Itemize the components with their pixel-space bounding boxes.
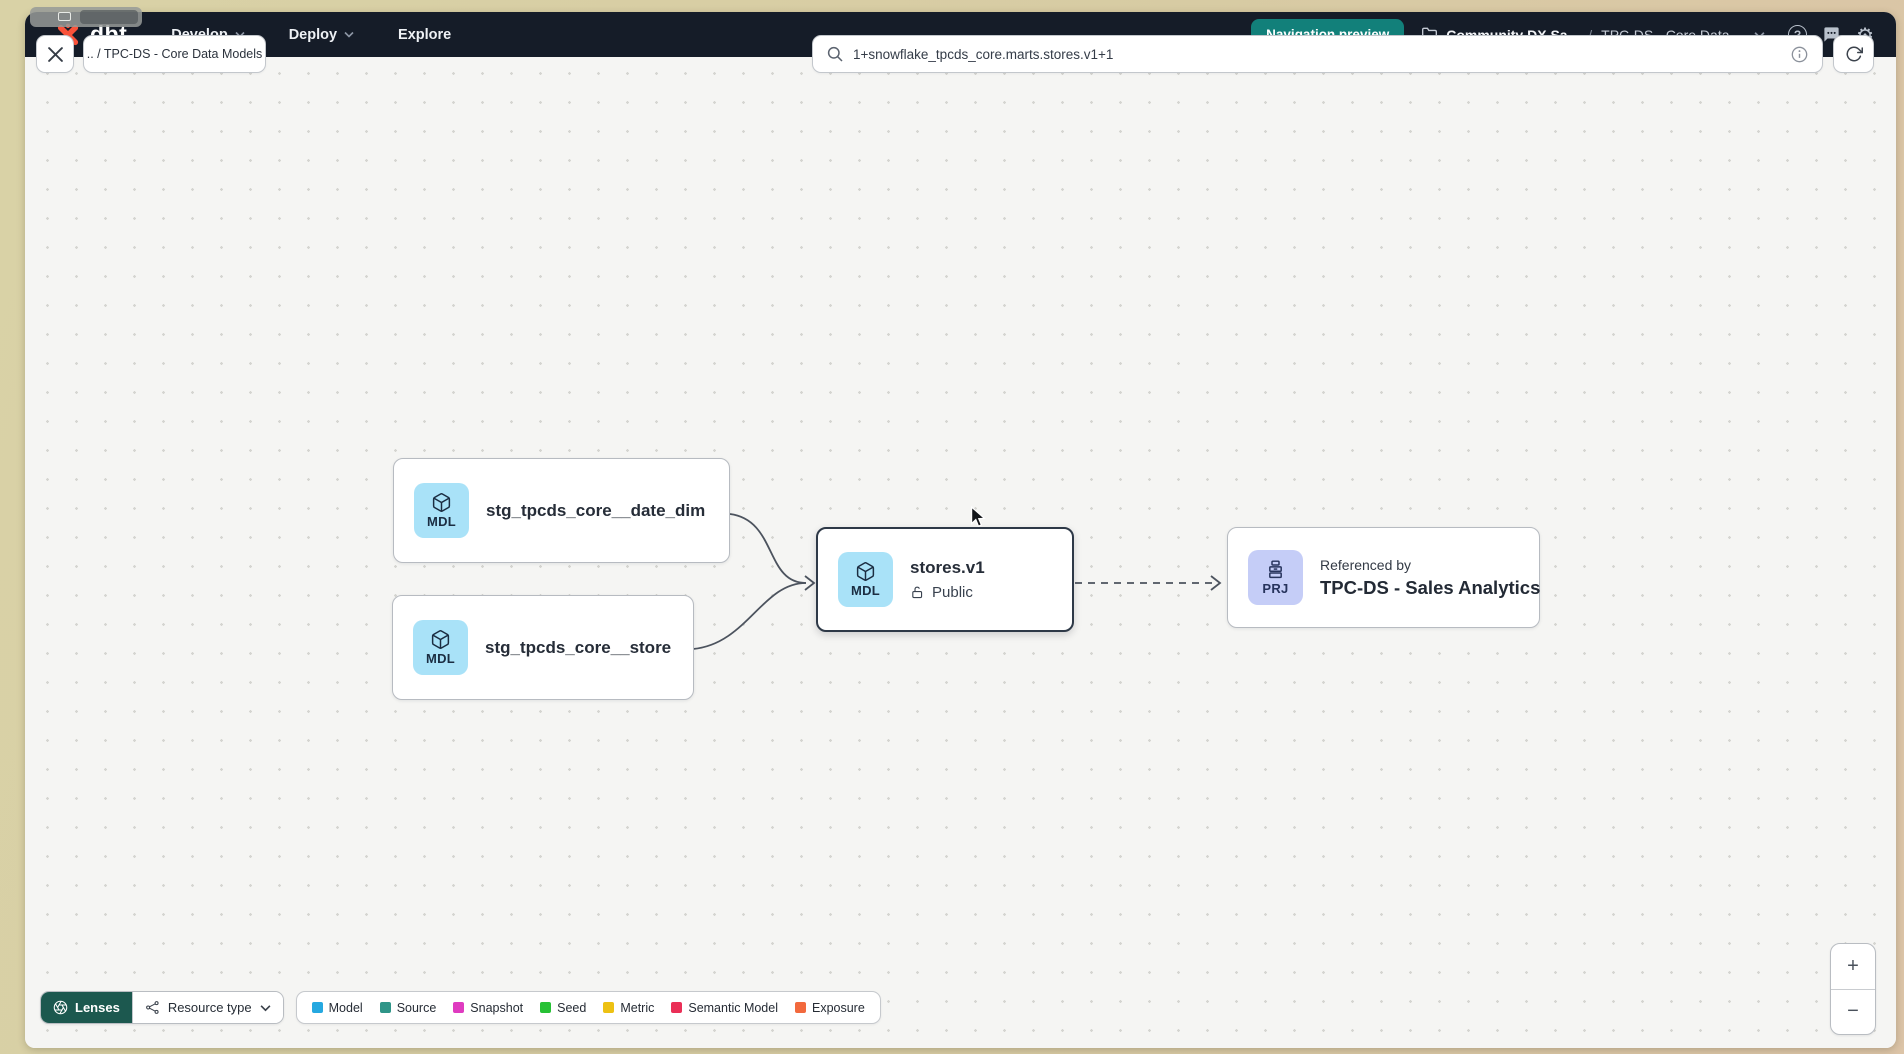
refresh-icon [1846,46,1863,62]
legend-swatch [603,1002,615,1013]
referenced-by-label: Referenced by [1320,556,1412,573]
legend-swatch [540,1002,552,1013]
model-badge: MDL [413,620,468,675]
info-icon[interactable] [1791,46,1808,63]
nav-item-deploy[interactable]: Deploy [289,27,354,43]
legend-swatch [379,1002,391,1013]
resource-graph-icon [145,1001,159,1014]
project-stack-icon [1269,560,1282,579]
legend-item: Snapshot [453,1001,523,1015]
legend-item: Source [379,1001,436,1015]
badge-label: MDL [426,514,457,529]
refresh-lineage-button[interactable] [1833,35,1874,73]
cube-icon [856,562,875,581]
lens-controls: Lenses Resource type [40,991,284,1024]
badge-label: PRJ [1262,581,1289,596]
cube-icon [431,630,450,649]
project-name: TPC-DS - Sales Analytics [1320,576,1541,598]
close-icon [47,46,63,62]
model-node-stg-tpcds-core-date-dim[interactable]: MDL stg_tpcds_core__date_dim [393,458,730,563]
referenced-project-node[interactable]: PRJ Referenced by TPC-DS - Sales Analyti… [1227,527,1540,628]
model-node-stores-v1-selected[interactable]: MDL stores.v1 Public [816,527,1074,632]
node-label: stg_tpcds_core__date_dim [486,500,706,520]
node-label: stg_tpcds_core__store [485,637,672,657]
model-node-stg-tpcds-core-store[interactable]: MDL stg_tpcds_core__store [392,595,694,700]
parent-folder-chip[interactable]: .. / TPC-DS - Core Data Models [83,35,266,73]
project-badge: PRJ [1248,550,1303,605]
cube-icon [432,493,451,512]
search-input[interactable] [853,46,1781,62]
legend-swatch [671,1002,683,1013]
lineage-search-bar [812,35,1823,73]
legend-swatch [453,1002,465,1013]
legend-swatch [311,1002,323,1013]
breadcrumb-separator: / [1588,27,1592,43]
badge-label: MDL [850,583,881,598]
chevron-down-icon [260,1004,271,1011]
zoom-out-button[interactable]: − [1847,1000,1859,1023]
search-icon [827,46,843,62]
resource-type-dropdown[interactable]: Resource type [131,992,283,1023]
legend-item: Exposure [794,1001,865,1015]
zoom-in-button[interactable]: + [1831,944,1875,990]
window-icon [58,12,71,21]
legend-item: Model [311,1001,363,1015]
access-label: Public [932,584,973,601]
legend-item: Seed [540,1001,586,1015]
legend-item: Metric [603,1001,654,1015]
zoom-controls: + − [1830,943,1876,1035]
resource-legend: Model Source Snapshot Seed Metric Semant… [295,991,881,1024]
screen-recording-widget [30,7,142,27]
lenses-button[interactable]: Lenses [41,992,132,1023]
access-row: Public [910,584,985,601]
legend-swatch [794,1002,806,1013]
node-label: stores.v1 [910,558,985,577]
unlock-icon [912,586,923,599]
legend-item: Semantic Model [671,1001,778,1015]
dbt-app-window: dbt Develop Deploy Explore Navigation pr… [25,12,1896,1048]
model-badge: MDL [414,483,469,538]
nav-item-explore[interactable]: Explore [398,26,452,43]
model-badge: MDL [838,552,893,607]
close-lineage-button[interactable] [36,35,74,73]
chevron-down-icon [344,31,354,38]
badge-label: MDL [425,651,456,666]
aperture-icon [53,1000,68,1015]
